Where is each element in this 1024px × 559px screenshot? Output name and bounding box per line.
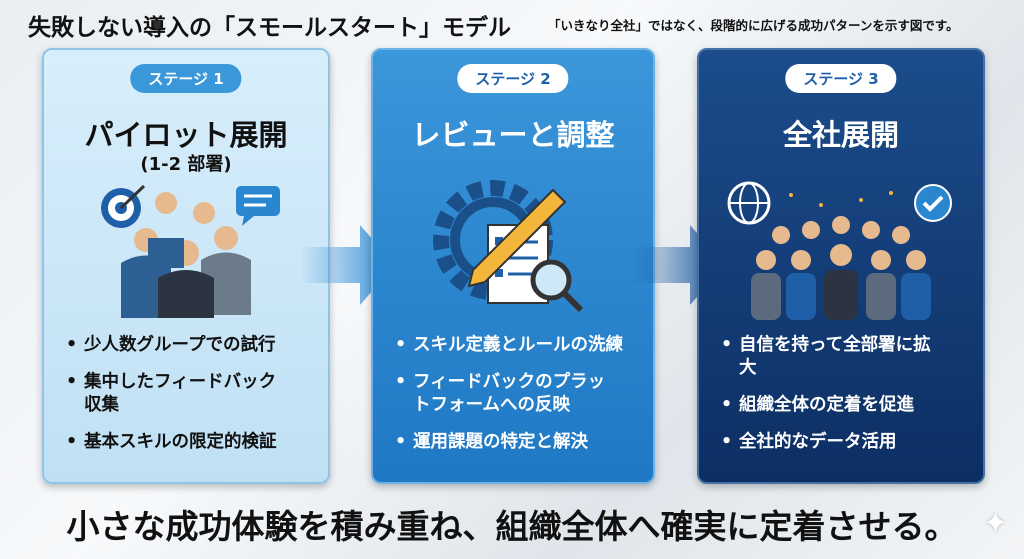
stage-1-card: ステージ 1 パイロット展開 (1-2 部署) 少人数グループでの試行 集中した… [42,48,330,484]
stage-title: レビューと調整 [411,118,615,152]
stage-3-card: ステージ 3 全社展開 自信を持って全部署に拡大 組織全体の定着を促進 全社的な… [697,48,985,484]
stage-bullet: 基本スキルの限定的検証 [66,431,318,454]
stage-badge: ステージ 3 [785,64,897,93]
globe-icon [727,181,771,225]
stage-badge: ステージ 1 [130,64,242,93]
page-subtitle: 「いきなり全社」ではなく、段階的に広げる成功パターンを示す図です。 [548,18,959,33]
stage-bullet: 全社的なデータ活用 [721,431,973,454]
stage-bullet: 少人数グループでの試行 [66,334,318,357]
sparkle-icon: ✦ [982,506,1008,541]
stage-bullet: 自信を持って全部署に拡大 [721,334,973,380]
stage-bullet: 運用課題の特定と解決 [395,431,643,454]
stage-bullet: 組織全体の定着を促進 [721,394,973,417]
stage-title: 全社展開 [782,118,899,152]
stage-bullet: スキル定義とルールの洗練 [395,334,643,357]
stage-bullet: 集中したフィードバック収集 [66,371,318,417]
magnifier-icon [530,259,584,313]
footer-message: 小さな成功体験を積み重ね、組織全体へ確実に定着させる。 [66,507,958,546]
review-illustration [433,180,584,313]
check-circle-icon [914,184,952,222]
page-title: 失敗しない導入の「スモールスタート」モデル [28,15,511,41]
company-wide-team-illustration [727,181,952,320]
stage-bullet: フィードバックのプラットフォームへの反映 [395,371,643,417]
stage-title: パイロット展開 [84,118,288,152]
chat-bubble-icon [236,186,280,226]
target-icon [101,184,146,228]
stage-badge: ステージ 2 [457,64,569,93]
stage-2-card: ステージ 2 レビューと調整 スキル定義とルールの洗練 フィードバックのプラット… [371,48,655,484]
pilot-team-illustration [101,184,280,318]
pencil-icon [467,188,567,288]
stage-subtitle: (1-2 部署) [140,154,232,175]
